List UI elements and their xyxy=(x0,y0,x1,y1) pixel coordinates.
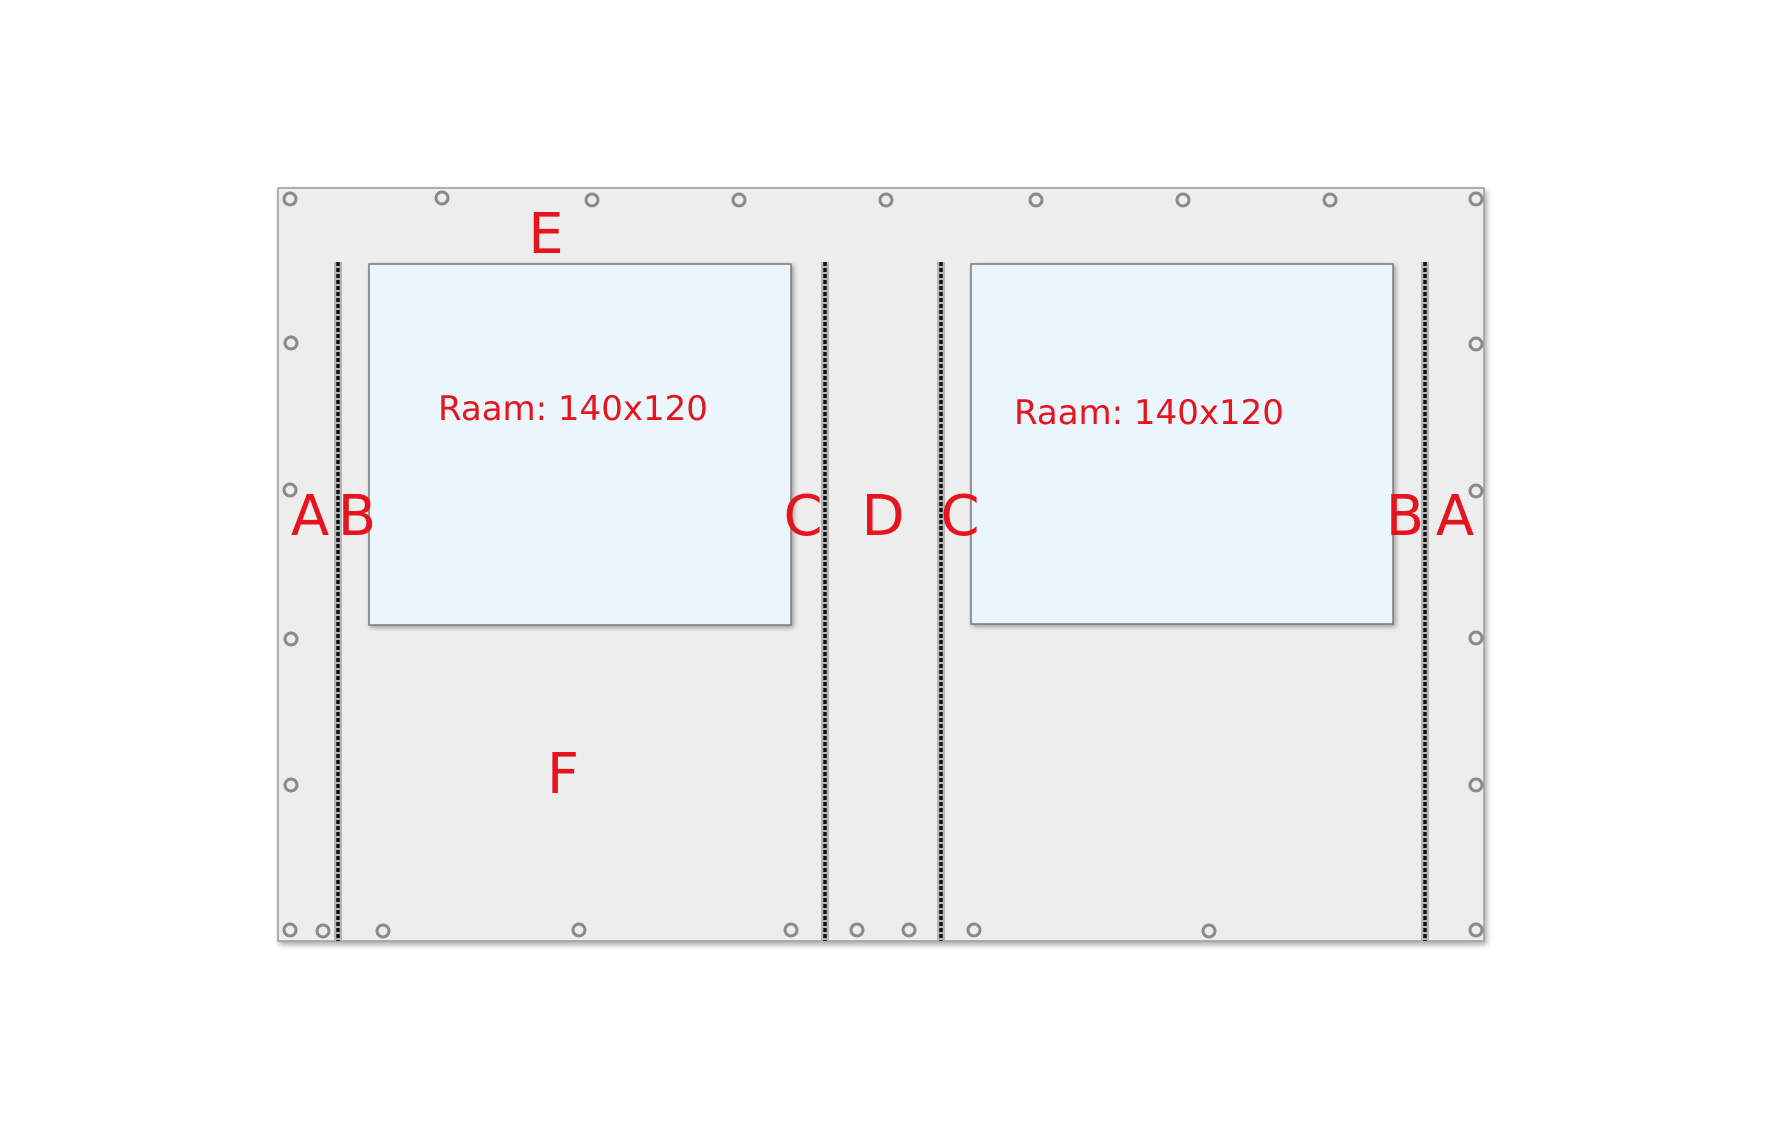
eyelet xyxy=(1468,777,1484,793)
eyelet xyxy=(571,922,587,938)
eyelets xyxy=(282,190,1484,939)
eyelet xyxy=(1028,192,1044,208)
eyelet xyxy=(1468,336,1484,352)
eyelet xyxy=(1468,191,1484,207)
eyelet xyxy=(434,190,450,206)
label-c-right: C xyxy=(940,484,979,549)
eyelet xyxy=(878,192,894,208)
eyelet xyxy=(282,922,298,938)
label-d: D xyxy=(861,484,904,549)
label-a-left: A xyxy=(291,484,329,549)
eyelet xyxy=(283,777,299,793)
eyelet xyxy=(731,192,747,208)
label-b-right: B xyxy=(1386,484,1424,549)
label-f: F xyxy=(547,742,579,807)
eyelet xyxy=(584,192,600,208)
eyelet xyxy=(1201,923,1217,939)
eyelet xyxy=(783,922,799,938)
eyelet xyxy=(283,631,299,647)
window-left-label: Raam: 140x120 xyxy=(438,389,708,429)
window-right-label: Raam: 140x120 xyxy=(1014,393,1284,433)
eyelet xyxy=(849,922,865,938)
eyelet xyxy=(315,923,331,939)
eyelet xyxy=(1468,483,1484,499)
eyelet xyxy=(282,482,298,498)
eyelet xyxy=(1468,630,1484,646)
window-right xyxy=(970,263,1394,625)
eyelet xyxy=(1468,922,1484,938)
eyelet xyxy=(1322,192,1338,208)
eyelet xyxy=(966,922,982,938)
eyelet xyxy=(375,923,391,939)
label-c-left: C xyxy=(783,484,822,549)
eyelet xyxy=(901,922,917,938)
eyelet xyxy=(1175,192,1191,208)
eyelet xyxy=(283,335,299,351)
label-a-right: A xyxy=(1436,484,1474,549)
label-b-left: B xyxy=(338,484,376,549)
eyelet xyxy=(282,191,298,207)
label-e: E xyxy=(528,202,563,267)
window-left xyxy=(368,263,792,626)
